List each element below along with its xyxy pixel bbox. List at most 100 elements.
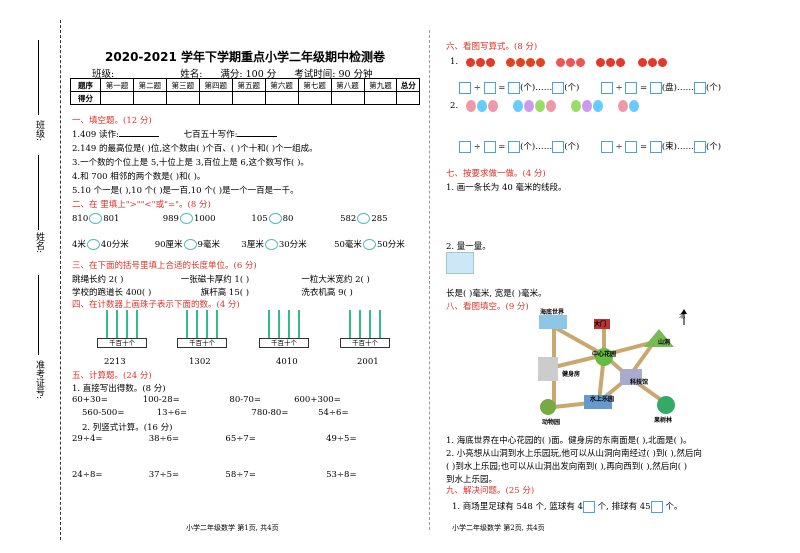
score-header-cell: 第九题 xyxy=(363,78,398,92)
q-text: 个, 排球有 45 xyxy=(597,502,651,512)
calc-row-2: 560-500= 13÷6= 780-80= 54÷6= xyxy=(82,408,349,418)
answer-blank[interactable] xyxy=(118,136,159,137)
sec6-n2: 2. xyxy=(450,101,459,111)
score-cell[interactable] xyxy=(231,91,266,105)
answer-box[interactable] xyxy=(650,500,663,513)
compare-circle[interactable] xyxy=(179,213,193,224)
score-cell[interactable] xyxy=(297,91,332,105)
score-header-cell: 第六题 xyxy=(264,78,299,92)
sidebar-name-label: 姓名: xyxy=(34,232,44,254)
aquarium-icon xyxy=(539,315,567,329)
abacus-2[interactable]: 千百十个 xyxy=(177,310,227,348)
compare-circle[interactable] xyxy=(89,213,103,224)
answer-box[interactable] xyxy=(649,81,662,94)
calc-item: 560-500= xyxy=(82,408,125,418)
map-label: 动物园 xyxy=(542,419,561,426)
compare-circle[interactable] xyxy=(264,239,278,250)
balloon-icon xyxy=(618,100,628,112)
answer-box[interactable] xyxy=(483,140,496,153)
answer-box[interactable] xyxy=(649,140,662,153)
map-label: 健身房 xyxy=(562,371,581,378)
balloon-icon xyxy=(593,100,603,112)
gate-icon xyxy=(594,319,610,329)
score-cell[interactable] xyxy=(165,91,200,105)
score-cell[interactable] xyxy=(264,91,299,105)
map-label: 果树林 xyxy=(654,417,673,424)
zoo-icon xyxy=(540,399,556,415)
sec3-item: 学校的跑道长 400( ) xyxy=(72,288,152,298)
score-cell[interactable] xyxy=(132,91,167,105)
answer-box[interactable] xyxy=(600,81,613,94)
score-cell[interactable] xyxy=(100,91,134,105)
score-cell[interactable] xyxy=(363,91,398,105)
answer-box[interactable] xyxy=(552,140,565,153)
score-table: 题序 第一题 第二题 第三题 第四题 第五题 第六题 第七题 第八题 第九题 总… xyxy=(70,78,420,105)
abacus-number: 4010 xyxy=(276,357,298,367)
answer-box[interactable] xyxy=(508,140,521,153)
answer-box[interactable] xyxy=(483,81,496,94)
compare-circle[interactable] xyxy=(86,239,100,250)
strawberry-icon xyxy=(516,58,525,67)
abacus-4[interactable]: 千百十个 xyxy=(340,310,390,348)
abacus-3[interactable]: 千百十个 xyxy=(259,310,309,348)
calc-item: 60+30= xyxy=(72,395,108,405)
score-cell[interactable] xyxy=(396,91,420,105)
apple-icon xyxy=(616,58,625,67)
sec2-heading: 二、在 里填上">""<"或"="。(8 分) xyxy=(72,200,211,210)
apple-icon xyxy=(466,58,475,67)
map-label: 大门 xyxy=(594,321,607,328)
abacus-number: 2213 xyxy=(104,357,126,367)
sec1-q5: 5.10 个一是( ),10 个( )是一百,10 个( )是一个一百是一千。 xyxy=(72,186,299,196)
sec7-q1: 1. 画一条长为 40 毫米的线段。 xyxy=(446,183,567,193)
score-header-cell: 第一题 xyxy=(100,78,134,92)
score-header-cell: 第二题 xyxy=(132,78,167,92)
answer-box[interactable] xyxy=(459,81,471,94)
sec3-row2: 学校的跑道长 400( ) 旗杆高 15( ) 洗衣机高 9( ) xyxy=(72,286,353,298)
score-cell[interactable] xyxy=(198,91,233,105)
answer-box[interactable] xyxy=(625,140,638,153)
answer-box[interactable] xyxy=(600,140,613,153)
exam-time: 考试时间: 90 分钟 xyxy=(294,69,373,80)
answer-box[interactable] xyxy=(693,140,706,153)
q1b-text: 七百五十写作: xyxy=(183,130,238,140)
unit-label: (个) xyxy=(564,83,580,93)
answer-box[interactable] xyxy=(508,81,521,94)
answer-blank[interactable] xyxy=(237,136,278,137)
apple-icon xyxy=(596,58,605,67)
calc-item: 80-70= xyxy=(229,395,262,405)
unit-label: (个) xyxy=(520,83,536,93)
compare-circle[interactable] xyxy=(357,213,371,224)
waterpark-icon xyxy=(584,395,612,409)
compare-circle[interactable] xyxy=(268,213,282,224)
science-icon xyxy=(620,369,642,385)
sec8-q2c: 到水上乐园。 xyxy=(446,475,498,485)
map-label: 海底世界 xyxy=(540,309,565,316)
abacus-label: 千百十个 xyxy=(340,338,390,348)
cave-icon xyxy=(644,329,674,347)
compare-circle[interactable] xyxy=(183,239,197,250)
answer-box[interactable] xyxy=(459,140,471,153)
cmp-left: 105 xyxy=(251,214,268,224)
score-total: 满分: 100 分 xyxy=(220,69,277,80)
compare-circle[interactable] xyxy=(362,239,376,250)
map-label: 山洞 xyxy=(658,339,671,346)
balloon-icon xyxy=(513,100,523,112)
sec6-heading: 六、看图写算式。(8 分) xyxy=(446,42,538,52)
answer-box[interactable] xyxy=(693,81,706,94)
balloon-icon xyxy=(546,100,556,112)
gym-icon xyxy=(538,357,558,381)
answer-box[interactable] xyxy=(552,81,565,94)
answer-box[interactable] xyxy=(582,500,595,513)
score-header-cell: 第三题 xyxy=(165,78,200,92)
abacus-1[interactable]: 千百十个 xyxy=(97,310,147,348)
answer-box[interactable] xyxy=(625,81,638,94)
calc-item: 29÷4= xyxy=(72,434,103,444)
sec3-row1: 跳绳长约 2( ) 一张磁卡厚约 1( ) 一粒大米宽约 2( ) xyxy=(72,273,370,285)
sec8-heading: 八、看图填空。(9 分) xyxy=(446,302,529,312)
balloon-icon xyxy=(524,100,534,112)
cmp-right: 50分米 xyxy=(376,240,405,250)
vert-row-1: 29÷4= 38÷6= 65÷7= 49÷5= xyxy=(72,434,357,444)
strawberry-icon xyxy=(536,58,545,67)
score-cell[interactable] xyxy=(330,91,365,105)
calc-item: 53÷8= xyxy=(326,470,357,480)
